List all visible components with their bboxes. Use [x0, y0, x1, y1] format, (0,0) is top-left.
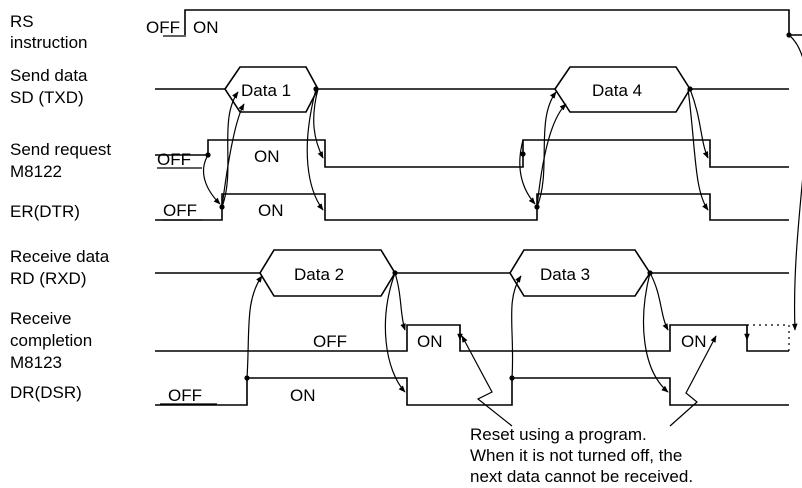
data-block-4: Data 4	[592, 81, 642, 100]
label-sd-line2: SD (TXD)	[10, 88, 84, 107]
rs-on-state: ON	[193, 18, 219, 37]
note-line-1: Reset using a program.	[470, 425, 647, 444]
dr-on-state: ON	[290, 386, 316, 405]
signal-labels: RS instruction Send data SD (TXD) Send r…	[10, 12, 111, 402]
causality-arrows	[203, 32, 802, 393]
label-er: ER(DTR)	[10, 202, 80, 221]
label-dr: DR(DSR)	[10, 383, 82, 402]
label-rs-line2: instruction	[10, 33, 87, 52]
waveform-rc: OFF ON ON	[155, 324, 790, 352]
rc-on-state-2: ON	[681, 332, 707, 351]
data-block-1: Data 1	[241, 81, 291, 100]
data-block-3: Data 3	[540, 265, 590, 284]
waveform-rd: Data 2 Data 3	[155, 249, 789, 297]
er-on-state: ON	[258, 201, 284, 220]
label-rc-line3: M8123	[10, 353, 62, 372]
waveform-sd: Data 1 Data 4	[155, 66, 789, 113]
data-block-2: Data 2	[294, 265, 344, 284]
label-rd-line2: RD (RXD)	[10, 269, 87, 288]
label-rs-line1: RS	[10, 12, 34, 31]
reset-arrows	[461, 335, 717, 427]
label-sd-line1: Send data	[10, 66, 88, 85]
rc-off-state: OFF	[313, 332, 347, 351]
label-sr-line1: Send request	[10, 140, 111, 159]
rc-on-state-1: ON	[417, 332, 443, 351]
label-rc-line2: completion	[10, 331, 92, 350]
er-off-state: OFF	[163, 201, 197, 220]
sr-on-state: ON	[254, 147, 280, 166]
waveform-dr: OFF ON	[155, 377, 789, 406]
label-rd-line1: Receive data	[10, 247, 110, 266]
note-line-3: next data cannot be received.	[470, 467, 693, 486]
waveform-er: OFF ON	[155, 193, 789, 221]
sr-off-state: OFF	[157, 150, 191, 169]
waveform-rs: OFF ON	[146, 9, 802, 37]
rs-off-state: OFF	[146, 18, 180, 37]
reset-note: Reset using a program. When it is not tu…	[470, 425, 693, 486]
waveform-sr: OFF ON	[155, 139, 789, 169]
note-line-2: When it is not turned off, the	[470, 446, 682, 465]
label-sr-line2: M8122	[10, 162, 62, 181]
label-rc-line1: Receive	[10, 309, 71, 328]
dr-off-state: OFF	[168, 386, 202, 405]
